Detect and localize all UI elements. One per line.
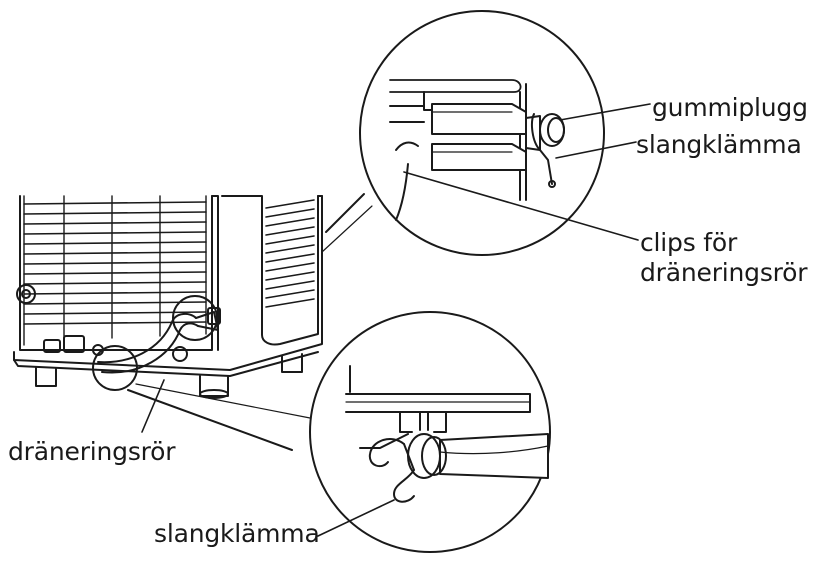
hose-clamp-bottom — [368, 438, 415, 503]
side-slat — [265, 280, 315, 290]
side-slat — [265, 289, 315, 299]
grille-slat — [23, 311, 207, 315]
upper-detail-circle — [359, 10, 605, 256]
side-slat — [265, 271, 315, 281]
label-gummiplugg: gummiplugg — [652, 93, 808, 122]
hose-clamp-top — [531, 113, 556, 188]
side-slat — [265, 262, 315, 272]
lower-detail-panel — [345, 365, 531, 433]
grille-slat — [23, 231, 207, 235]
side-slat — [265, 217, 315, 227]
grille-slat — [23, 261, 207, 265]
side-slat — [265, 226, 315, 236]
side-slat — [265, 199, 315, 209]
side-knob — [16, 284, 36, 304]
upper-detail-marker — [172, 295, 218, 341]
grille-slat — [23, 251, 207, 255]
upper-detail-panel — [389, 79, 527, 201]
pipe-clip — [395, 141, 419, 221]
leader-gummiplugg — [559, 103, 651, 121]
leader-slangklamma-top — [555, 141, 637, 159]
lower-detail-marker — [92, 345, 138, 391]
grille-slat — [23, 291, 207, 295]
lower-detail-callout — [127, 311, 551, 553]
grille-slat — [23, 211, 207, 215]
leader-clips — [403, 171, 639, 241]
leader-slangklamma-bottom — [317, 499, 395, 537]
side-slat — [265, 244, 315, 254]
leader-draneringsror — [141, 379, 165, 433]
grille-slat — [23, 241, 207, 245]
label-slangklamma-top: slangklämma — [636, 130, 802, 159]
label-clips-line2: dräneringsrör — [640, 258, 808, 287]
upper-drain-block — [431, 103, 527, 171]
lower-drain-fittings — [43, 335, 188, 362]
right-side-panel — [211, 195, 323, 351]
side-slat — [265, 235, 315, 245]
label-clips-line1: clips för — [640, 228, 738, 257]
drain-hose — [97, 307, 221, 374]
side-slat — [265, 253, 315, 263]
label-slangklamma-bottom: slangklämma — [154, 519, 320, 548]
side-slat — [265, 208, 315, 218]
grille-slat — [23, 201, 207, 205]
grille-slat — [23, 281, 207, 285]
grille-slat — [23, 321, 207, 325]
left-grille — [19, 195, 213, 351]
upper-detail-callout — [321, 10, 605, 256]
grille-slat — [23, 271, 207, 275]
grille-slat — [23, 221, 207, 225]
label-draneringsror: dräneringsrör — [8, 437, 176, 466]
lower-detail-circle — [309, 311, 551, 553]
side-slat — [265, 298, 315, 308]
grille-slat — [23, 301, 207, 305]
unit-base — [13, 335, 323, 399]
leader-lines — [141, 103, 651, 537]
air-conditioner-unit — [13, 195, 323, 399]
lower-drain-hose — [359, 433, 549, 479]
